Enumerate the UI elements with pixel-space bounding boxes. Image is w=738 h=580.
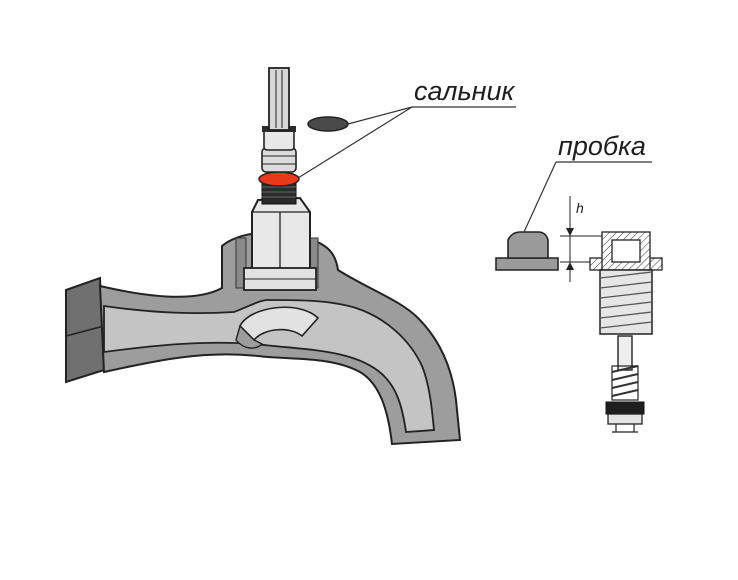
gland-washer bbox=[307, 116, 349, 132]
faucet-body bbox=[65, 230, 462, 446]
gland-label: сальник bbox=[414, 76, 515, 106]
stem-shaft bbox=[268, 67, 290, 131]
gland-seal-ring bbox=[258, 171, 300, 187]
plug-label: пробка bbox=[558, 131, 646, 161]
valve-seat bbox=[239, 306, 320, 342]
stem-thread bbox=[261, 181, 297, 205]
plug-leader-line bbox=[523, 161, 652, 233]
seat-cross-section bbox=[589, 231, 663, 271]
plug-thread bbox=[599, 269, 653, 335]
valve-stem-assembly bbox=[243, 67, 317, 291]
gland-leader-lines bbox=[297, 106, 516, 179]
plug-part bbox=[495, 231, 559, 271]
inlet-hex-nut bbox=[65, 276, 106, 384]
height-label: h bbox=[576, 200, 584, 216]
valve-pin bbox=[605, 335, 645, 433]
